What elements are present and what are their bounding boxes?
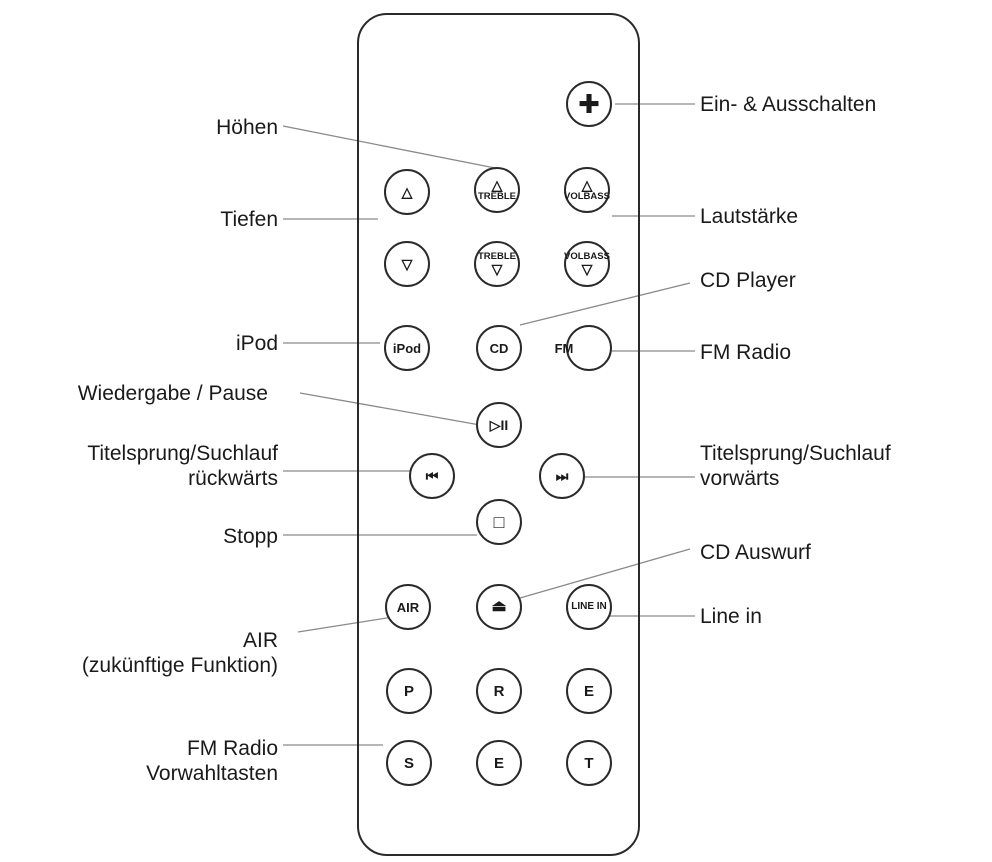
power-plus-icon: ✚	[578, 89, 600, 119]
label-wiedergabe-pause: Wiedergabe / Pause	[77, 382, 268, 405]
triangle-up-icon: △	[581, 177, 593, 194]
preset-s-button[interactable]: S	[386, 740, 432, 786]
eject-icon: ⏏	[491, 598, 507, 615]
leader-cd-auswurf	[519, 548, 691, 599]
stop-button[interactable]: □	[476, 499, 522, 545]
triangle-down-icon: ▽	[491, 260, 503, 277]
triangle-up-icon: △	[491, 177, 503, 194]
play-pause-button[interactable]: ▷II	[476, 402, 522, 448]
label-titelsprung-vor-line2: vorwärts	[700, 467, 780, 490]
label-titelsprung-vor-line1: Titelsprung/Suchlauf	[700, 442, 891, 465]
line-in-button-label: LINE IN	[571, 601, 607, 612]
triangle-down-icon: ▽	[401, 256, 413, 272]
label-air: AIR (zukünftige Funktion)	[82, 628, 278, 678]
label-fm-presets-line2: Vorwahltasten	[146, 762, 278, 785]
label-ipod: iPod	[235, 332, 278, 355]
volbass-up-button[interactable]: △ VOLBASS	[564, 167, 610, 213]
stop-square-icon: □	[493, 512, 505, 532]
preset-e2-button[interactable]: E	[476, 740, 522, 786]
label-air-line1: AIR	[242, 629, 278, 652]
cd-button-label: CD	[489, 340, 509, 356]
preset-t-label: T	[584, 754, 594, 772]
cd-button[interactable]: CD	[476, 325, 522, 371]
preset-p-button[interactable]: P	[386, 668, 432, 714]
label-tiefen: Tiefen	[220, 208, 278, 231]
preset-s-label: S	[403, 754, 414, 772]
label-lautstaerke: Lautstärke	[700, 205, 799, 228]
preset-r-button[interactable]: R	[476, 668, 522, 714]
preset-t-button[interactable]: T	[566, 740, 612, 786]
label-titelsprung-vorwaerts: Titelsprung/Suchlauf vorwärts	[700, 441, 891, 491]
volbass-up-label: VOLBASS	[564, 191, 610, 203]
leader-hoehen	[282, 125, 496, 169]
next-track-button[interactable]: ⏭	[539, 453, 585, 499]
volbass-down-button[interactable]: VOLBASS ▽	[564, 241, 610, 287]
preset-e-button[interactable]: E	[566, 668, 612, 714]
label-titelsprung-rueck-line2: rückwärts	[188, 467, 278, 490]
previous-track-button[interactable]: ⏮	[409, 453, 455, 499]
label-cd-player: CD Player	[700, 269, 796, 292]
label-titelsprung-rueck-line1: Titelsprung/Suchlauf	[87, 442, 278, 465]
fm-button-label: FM	[554, 340, 574, 356]
triangle-up-icon: △	[401, 184, 413, 200]
preset-e2-label: E	[493, 754, 504, 772]
line-in-button[interactable]: LINE IN	[566, 584, 612, 630]
ipod-button[interactable]: iPod	[384, 325, 430, 371]
skip-forward-icon: ⏭	[555, 468, 569, 484]
volbass-down-label: VOLBASS	[564, 251, 610, 263]
triangle-down-icon: ▽	[581, 260, 593, 277]
label-air-line2: (zukünftige Funktion)	[81, 654, 278, 677]
label-fm-presets: FM Radio Vorwahltasten	[146, 736, 278, 786]
treble-down-label: TREBLE	[478, 251, 516, 263]
remote-control-body	[357, 13, 640, 856]
fm-button[interactable]: FM	[555, 325, 612, 371]
skip-back-icon: ⏮	[425, 468, 439, 484]
leader-cd-player	[519, 282, 691, 326]
label-fm-presets-line1: FM Radio	[186, 737, 278, 760]
leader-wiedergabe	[299, 392, 481, 426]
preset-r-label: R	[493, 682, 505, 700]
preset-e-label: E	[583, 682, 594, 700]
preset-p-label: P	[403, 682, 414, 700]
label-line-in: Line in	[700, 605, 762, 628]
air-button[interactable]: AIR	[385, 584, 431, 630]
down-button[interactable]: ▽	[384, 241, 430, 287]
ipod-button-label: iPod	[392, 340, 422, 356]
label-hoehen: Höhen	[216, 116, 278, 139]
eject-button[interactable]: ⏏	[476, 584, 522, 630]
treble-down-button[interactable]: TREBLE ▽	[474, 241, 520, 287]
label-fm-radio: FM Radio	[700, 341, 792, 364]
air-button-label: AIR	[396, 599, 420, 615]
label-stopp: Stopp	[223, 525, 278, 548]
power-button[interactable]: ✚	[566, 81, 612, 127]
leader-air	[297, 616, 394, 633]
treble-up-button[interactable]: △ TREBLE	[474, 167, 520, 213]
label-power: Ein- & Ausschalten	[700, 93, 877, 116]
label-titelsprung-rueckwaerts: Titelsprung/Suchlauf rückwärts	[87, 441, 278, 491]
treble-up-label: TREBLE	[478, 191, 516, 203]
up-button[interactable]: △	[384, 169, 430, 215]
play-pause-icon: ▷II	[489, 417, 509, 433]
label-cd-auswurf: CD Auswurf	[700, 541, 811, 564]
